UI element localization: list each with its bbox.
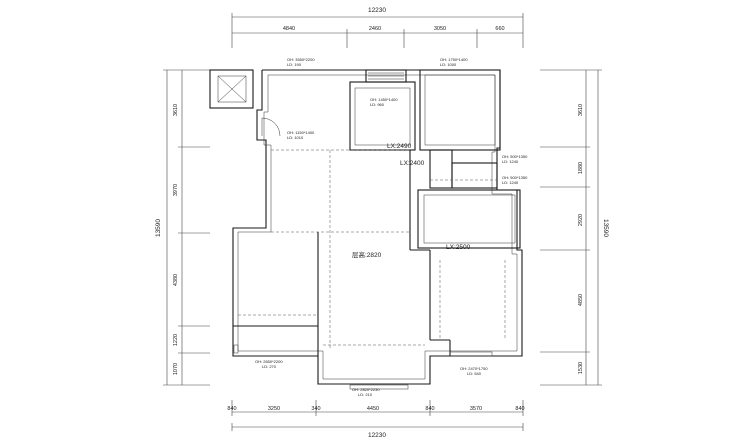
bottom-dim-1: 3250 xyxy=(268,406,280,412)
opening-9-ld: LD: 210 xyxy=(358,392,373,397)
right-dim-4: 4850 xyxy=(578,294,584,306)
top-window-block xyxy=(365,69,407,83)
top-dim-2: 2460 xyxy=(369,26,381,32)
left-dim-1: 3610 xyxy=(173,104,179,116)
top-dim-3: 3050 xyxy=(434,26,446,32)
left-dimension-chain: 13590 3610 3970 4380 1220 1070 xyxy=(155,69,210,386)
room-top-middle xyxy=(349,81,416,151)
opening-4-size: OH: 1150*1400 xyxy=(287,130,315,135)
opening-3-ld: LD: 960 xyxy=(370,102,385,107)
level-notes: LX:2490 LX:2400 LX:2500 层高:2820 xyxy=(352,143,471,259)
opening-6-size: OH: 500*1350 xyxy=(502,175,528,180)
bottom-dimension-chain: 3250 4450 3570 840 340 840 840 12230 xyxy=(227,400,525,439)
room-small-a xyxy=(429,149,453,189)
left-dim-4: 1220 xyxy=(173,334,179,346)
left-dim-5: 1070 xyxy=(173,363,179,375)
left-dim-3: 4380 xyxy=(173,274,179,286)
room-top-right xyxy=(419,69,501,151)
left-total-dim: 13590 xyxy=(155,219,162,237)
top-dim-4: 660 xyxy=(495,26,504,32)
opening-8-ld: LD: 540 xyxy=(467,371,482,376)
top-dim-1: 4840 xyxy=(283,26,295,32)
room-right-middle xyxy=(417,189,521,249)
right-dim-1: 3610 xyxy=(578,104,584,116)
lx-label-3: LX:2500 xyxy=(446,244,471,251)
bottom-tick-2: 340 xyxy=(311,406,320,412)
top-dimension-chain: 12230 4840 2460 3050 660 xyxy=(231,7,524,48)
opening-1-size: OH: 3550*2200 xyxy=(287,57,315,62)
bottom-dim-3: 3570 xyxy=(470,406,482,412)
opening-2-size: OH: 1750*1400 xyxy=(440,57,468,62)
left-dim-2: 3970 xyxy=(173,184,179,196)
outer-wall xyxy=(232,69,523,385)
bottom-dim-2: 4450 xyxy=(367,406,379,412)
opening-5-size: OH: 500*1350 xyxy=(502,154,528,159)
ceiling-height-label: 层高:2820 xyxy=(352,250,382,259)
walls xyxy=(209,69,523,390)
room-small-b xyxy=(451,162,498,189)
opening-5-ld: LD: 1240 xyxy=(502,159,519,164)
bottom-tick-1: 840 xyxy=(227,406,236,412)
opening-9-size: OH: 2820*2230 xyxy=(352,387,380,392)
opening-2-ld: LD: 1000 xyxy=(440,62,457,67)
right-total-dim: 13590 xyxy=(602,219,609,237)
bottom-tick-4: 840 xyxy=(515,406,524,412)
top-total-dim: 12230 xyxy=(368,7,386,14)
opening-8-size: OH: 2470*1750 xyxy=(460,366,488,371)
bottom-total-dim: 12230 xyxy=(368,432,386,439)
opening-1-ld: LD: 190 xyxy=(287,62,302,67)
right-dimension-chain: 13590 3610 1880 2920 4850 1530 xyxy=(540,69,609,386)
opening-3-size: OH: 1450*1400 xyxy=(370,97,398,102)
right-dim-2: 1880 xyxy=(578,162,584,174)
right-dim-5: 1530 xyxy=(578,362,584,374)
opening-7-ld: LD: 270 xyxy=(262,364,277,369)
right-dim-3: 2920 xyxy=(578,214,584,226)
opening-7-size: OH: 2650*2200 xyxy=(255,359,283,364)
opening-6-ld: LD: 1240 xyxy=(502,180,519,185)
opening-notes: OH: 3550*2200 LD: 190 OH: 1750*1400 LD: … xyxy=(255,57,528,397)
lx-label-1: LX:2490 xyxy=(387,143,412,150)
opening-4-ld: LD: 1010 xyxy=(287,135,304,140)
lx-label-2: LX:2400 xyxy=(400,160,425,167)
bottom-tick-3: 840 xyxy=(425,406,434,412)
shaft xyxy=(209,69,254,109)
